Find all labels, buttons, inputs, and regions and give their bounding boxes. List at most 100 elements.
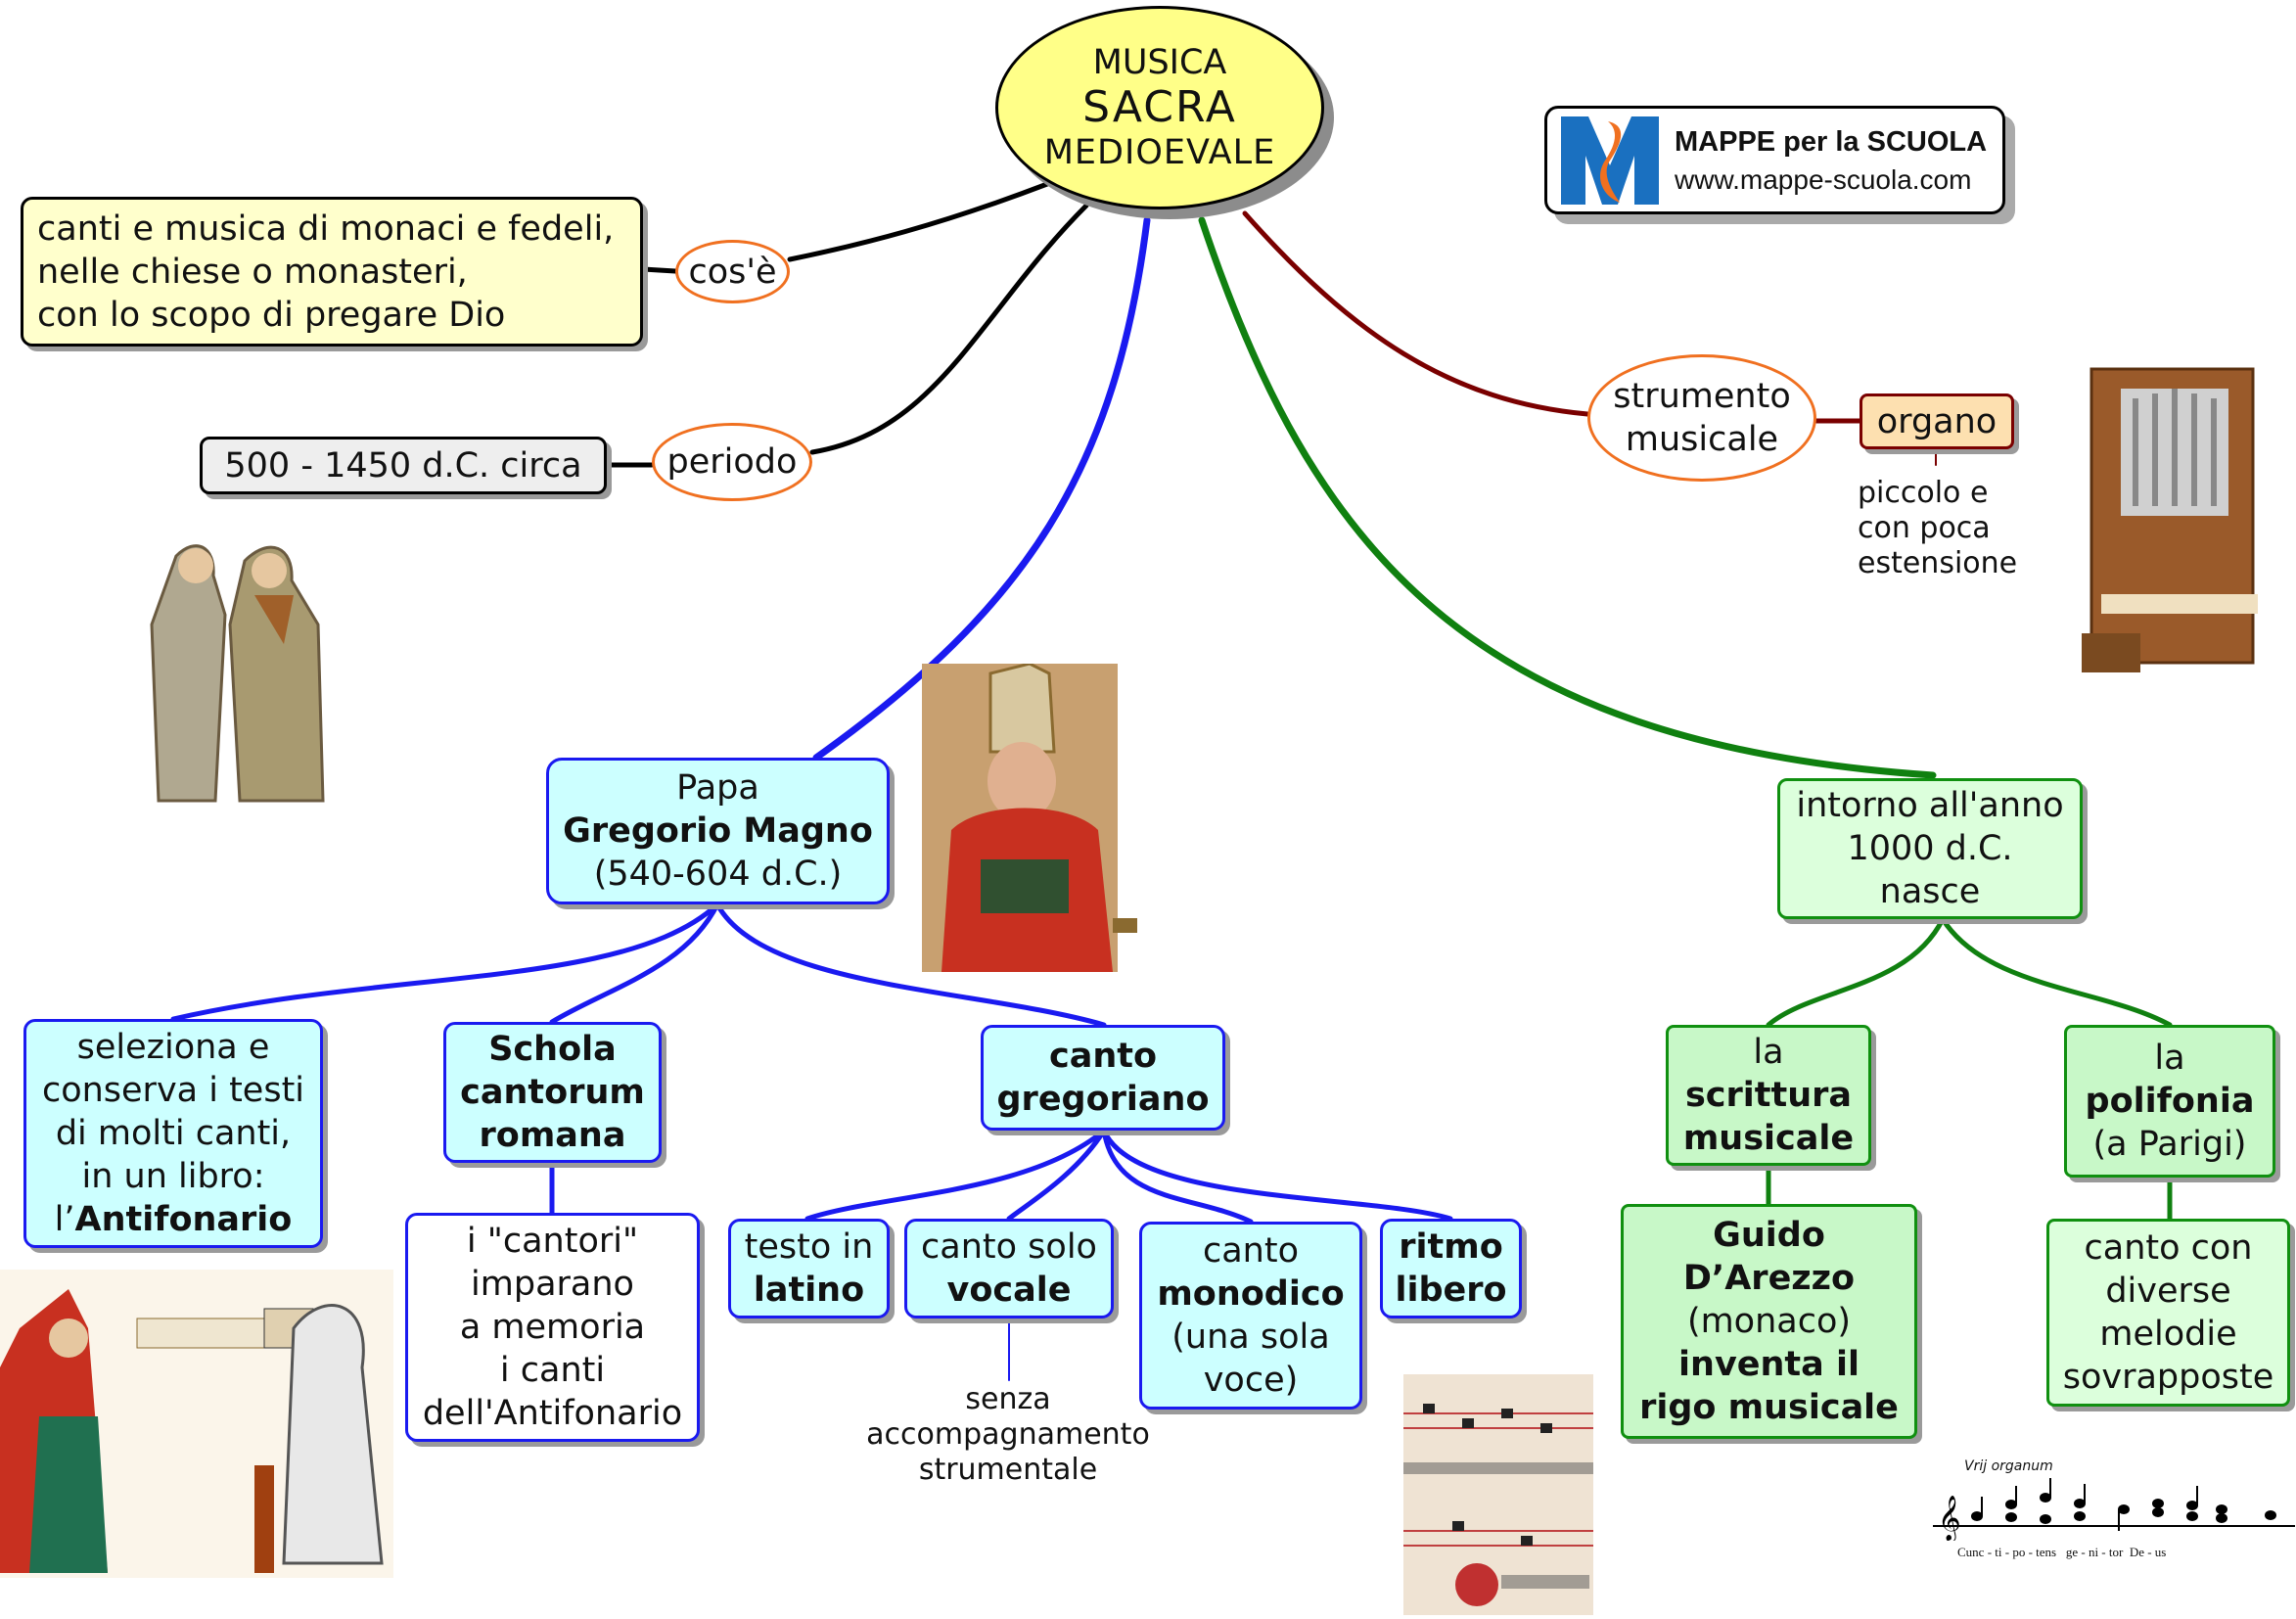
- organo-note: piccolo e con poca estensione: [1858, 476, 2017, 581]
- diverse-line: melodie: [2099, 1315, 2237, 1354]
- link-cose: [787, 181, 1050, 262]
- schola-line: Schola: [488, 1030, 617, 1069]
- senza-line: accompagnamento: [866, 1417, 1150, 1452]
- link-label-periodo: periodo: [652, 423, 812, 501]
- feature-line: libero: [1395, 1271, 1507, 1310]
- cantori-line: dell'Antifonario: [422, 1394, 683, 1433]
- schola-line: cantorum: [460, 1073, 645, 1112]
- cantori-line: i "cantori": [466, 1222, 639, 1261]
- monks-image: [150, 544, 325, 803]
- logo-url: www.mappe-scuola.com: [1675, 163, 1972, 195]
- definition-line: nelle chiese o monasteri,: [37, 252, 468, 292]
- feature-bold: monodico: [1157, 1274, 1345, 1314]
- medieval-illustration-image: [0, 1270, 393, 1578]
- strumento-line: strumento: [1613, 377, 1791, 416]
- scrittura-line: la: [1753, 1033, 1784, 1072]
- feature-monodico: canto monodico (una sola voce): [1139, 1222, 1362, 1410]
- link-papa: [812, 216, 1151, 762]
- feature-line: voce): [1203, 1361, 1299, 1400]
- polifonia-box: la polifonia (a Parigi): [2064, 1025, 2275, 1178]
- score-caption: Vrij organum: [1964, 1458, 2053, 1474]
- gregoriano-line: canto: [1048, 1037, 1158, 1076]
- link-anno: [1198, 216, 1937, 779]
- organo-note-line: piccolo e: [1858, 476, 1989, 510]
- guido-box: Guido D’Arezzo (monaco) inventa il rigo …: [1621, 1204, 1917, 1439]
- cantori-line: a memoria: [459, 1308, 646, 1347]
- feature-line: (una sola: [1171, 1318, 1330, 1357]
- scrittura-bold: musicale: [1682, 1119, 1855, 1158]
- guido-bold: Guido: [1713, 1216, 1825, 1255]
- title-line2: SACRA: [1082, 82, 1237, 132]
- pope-gregory-image: [922, 664, 1137, 972]
- pope-dates: (540-604 d.C.): [593, 855, 843, 894]
- polifonia-line: la: [2154, 1039, 2185, 1078]
- definition-box: canti e musica di monaci e fedeli, nelle…: [21, 197, 643, 347]
- seleziona-line: seleziona e: [76, 1028, 270, 1067]
- organo-note-line: estensione: [1858, 546, 2018, 580]
- gregoriano-line: gregoriano: [996, 1080, 1210, 1119]
- polifonia-bold: polifonia: [2085, 1082, 2255, 1121]
- title-line1: MUSICA: [1092, 43, 1227, 82]
- link-label-strumento: strumento musicale: [1587, 354, 1816, 482]
- treble-clef-icon: 𝄞: [1938, 1496, 1961, 1541]
- diverse-box: canto con diverse melodie sovrapposte: [2046, 1219, 2290, 1407]
- feature-line: ritmo: [1399, 1227, 1503, 1267]
- feature-line: testo in: [744, 1227, 874, 1267]
- cantori-line: i canti: [499, 1351, 606, 1390]
- logo-name: MAPPE per la SCUOLA: [1675, 125, 1988, 158]
- definition-line: canti e musica di monaci e fedeli,: [37, 208, 615, 249]
- logo-box[interactable]: MAPPE per la SCUOLA www.mappe-scuola.com: [1544, 106, 2005, 214]
- strumento-line: musicale: [1625, 420, 1779, 459]
- feature-line: canto: [1202, 1231, 1299, 1271]
- feature-latino: testo in latino: [728, 1219, 890, 1318]
- link-strumento: [1242, 210, 1590, 417]
- feature-bold: latino: [753, 1271, 865, 1310]
- period-box: 500 - 1450 d.C. circa: [200, 437, 607, 494]
- pope-line: Papa: [676, 768, 759, 808]
- guido-bold: inventa il: [1678, 1345, 1860, 1384]
- senza-line: senza: [965, 1382, 1051, 1416]
- link-periodo: [809, 203, 1089, 455]
- organo-box: organo: [1860, 393, 2014, 449]
- senza-line: strumentale: [918, 1453, 1098, 1487]
- organo-note-line: con poca: [1858, 511, 1991, 545]
- pope-name: Gregorio Magno: [563, 811, 873, 851]
- polifonia-line: (a Parigi): [2092, 1125, 2247, 1164]
- scrittura-box: la scrittura musicale: [1666, 1025, 1871, 1166]
- music-score: Vrij organum 𝄞 Cunc - ti - po - tens ge …: [1933, 1458, 2295, 1566]
- anno-line: 1000 d.C.: [1847, 829, 2013, 868]
- seleziona-box: seleziona e conserva i testi di molti ca…: [23, 1019, 323, 1248]
- guido-bold: rigo musicale: [1639, 1388, 1899, 1427]
- anno-line: intorno all'anno: [1796, 786, 2064, 825]
- score-staff: 𝄞: [1933, 1478, 2295, 1541]
- feature-bold: vocale: [946, 1271, 1072, 1310]
- antifonario-label: Antifonario: [74, 1200, 293, 1239]
- seleziona-line: l’Antifonario: [55, 1198, 293, 1241]
- feature-vocale: canto solo vocale: [904, 1219, 1114, 1318]
- feature-ritmo: ritmo libero: [1380, 1219, 1522, 1318]
- title-node: MUSICA SACRA MEDIOEVALE: [995, 6, 1324, 209]
- schola-line: romana: [479, 1116, 626, 1155]
- guido-line: (monaco): [1686, 1302, 1852, 1341]
- manuscript-image: [1403, 1374, 1593, 1615]
- link-label-cose: cos'è: [675, 240, 790, 303]
- mappe-logo-icon: [1561, 116, 1659, 205]
- seleziona-line: conserva i testi: [41, 1071, 305, 1110]
- scrittura-bold: scrittura: [1684, 1076, 1853, 1115]
- seleziona-line: di molti canti,: [55, 1114, 292, 1153]
- seleziona-line: in un libro:: [81, 1157, 265, 1196]
- diverse-line: canto con: [2084, 1228, 2253, 1268]
- cantori-line: imparano: [471, 1265, 634, 1304]
- gregoriano-box: canto gregoriano: [981, 1025, 1225, 1131]
- schola-box: Schola cantorum romana: [443, 1022, 662, 1163]
- senza-note: senza accompagnamento strumentale: [861, 1382, 1155, 1488]
- guido-bold: D’Arezzo: [1682, 1259, 1856, 1298]
- title-line3: MEDIOEVALE: [1043, 133, 1276, 172]
- anno-line: nasce: [1879, 872, 1981, 911]
- anno-box: intorno all'anno 1000 d.C. nasce: [1777, 778, 2083, 919]
- diverse-line: diverse: [2105, 1272, 2231, 1311]
- seleziona-prefix: l’: [54, 1200, 75, 1239]
- cantori-box: i "cantori" imparano a memoria i canti d…: [405, 1213, 700, 1442]
- pope-box: Papa Gregorio Magno (540-604 d.C.): [546, 758, 890, 904]
